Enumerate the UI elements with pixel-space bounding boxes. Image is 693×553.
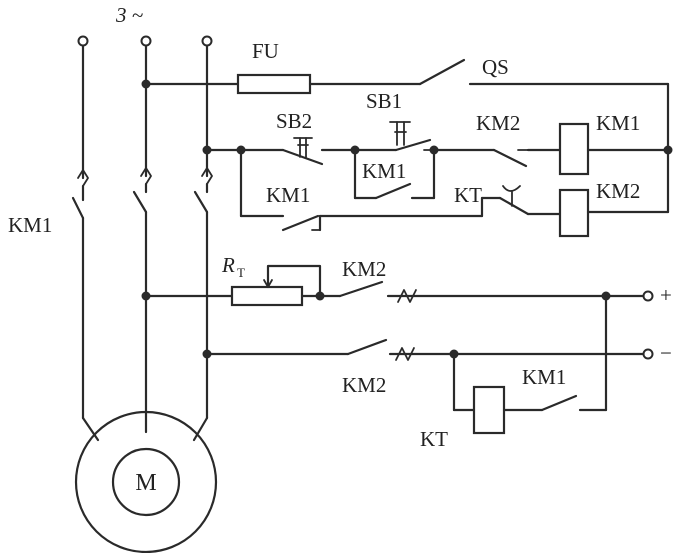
- kt-contact-label: KT: [454, 183, 482, 207]
- km1-dc-label: KM1: [522, 365, 566, 389]
- km2-interlock-label: KM2: [476, 111, 520, 135]
- motor-label: M: [135, 470, 156, 496]
- km2-coil-label: KM2: [596, 179, 640, 203]
- sb1-pushbutton: [389, 121, 435, 152]
- km1-dc-contact: [540, 394, 578, 412]
- km1-self-hold-label: KM1: [362, 159, 406, 183]
- kt-time-contact: [498, 185, 530, 216]
- phase-line-3: [193, 35, 213, 420]
- km1-main-contact-label: KM1: [8, 213, 52, 237]
- phase-line-2: [132, 35, 152, 416]
- kt-coil-label: KT: [420, 427, 448, 451]
- km1-interlock-label: KM1: [266, 183, 310, 207]
- km1-coil-label: KM1: [596, 111, 640, 135]
- fuse: [236, 73, 312, 95]
- km2-dc-contact-top: [338, 280, 417, 303]
- km2-coil: [558, 188, 590, 238]
- km2-dc-bottom-label: KM2: [342, 373, 386, 397]
- km2-interlock-contact: [492, 148, 529, 168]
- phase-label: 3 ~: [115, 3, 144, 27]
- plus-label: +: [660, 283, 672, 307]
- sb2-pushbutton: [281, 137, 324, 166]
- kt-coil: [472, 385, 506, 435]
- qs-switch: [418, 58, 466, 86]
- fuse-label: FU: [252, 39, 279, 63]
- motor: [74, 410, 218, 553]
- km2-dc-top-label: KM2: [342, 257, 386, 281]
- switch-label: QS: [482, 55, 509, 79]
- rt-label: R: [221, 253, 235, 277]
- km1-self-hold-contact: [374, 182, 412, 200]
- sb1-label: SB1: [366, 89, 402, 113]
- resistor-rt: [230, 285, 304, 307]
- minus-label: −: [660, 341, 672, 365]
- phase-line-1: [71, 35, 89, 420]
- sb2-label: SB2: [276, 109, 312, 133]
- km1-coil: [558, 122, 590, 176]
- rt-sub-label: T: [237, 265, 245, 280]
- km2-dc-contact-bottom: [346, 338, 415, 361]
- km1-interlock-contact: [281, 214, 321, 232]
